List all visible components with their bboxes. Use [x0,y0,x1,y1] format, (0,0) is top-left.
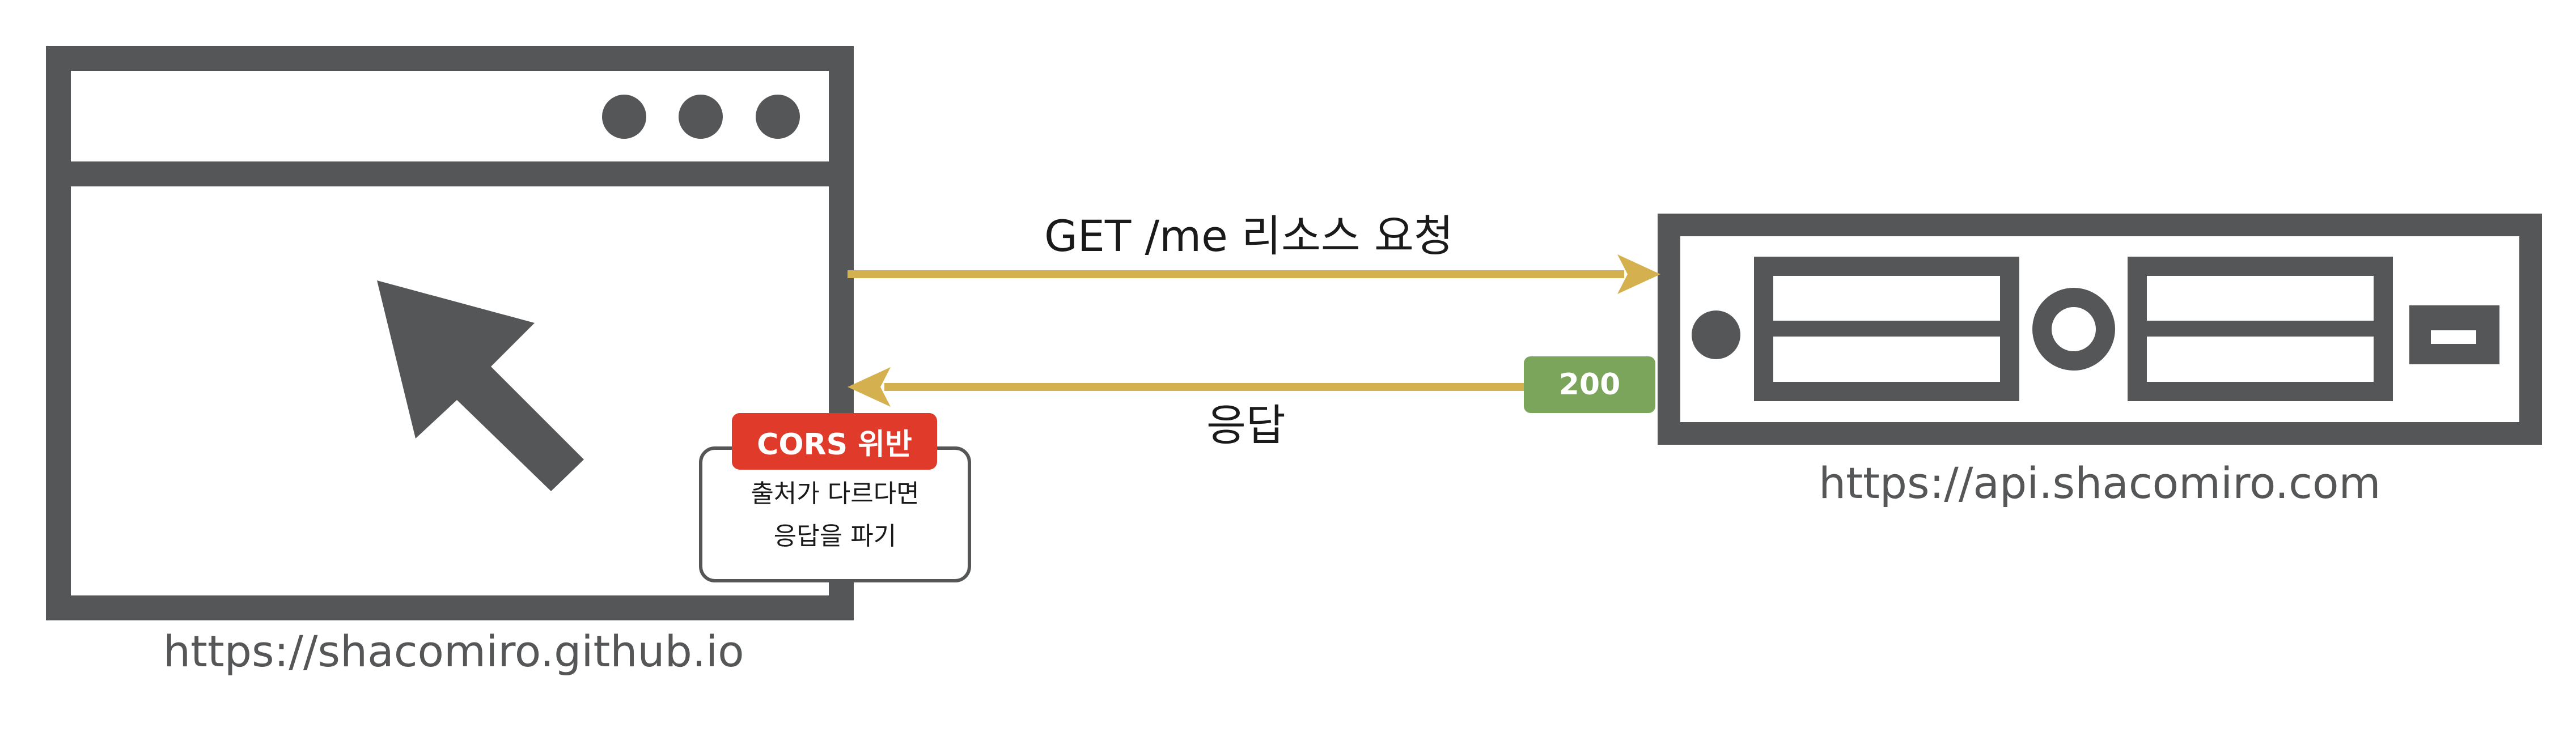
request-arrow [848,254,1660,294]
cursor-arrow-icon [377,280,584,491]
arrowhead-left-icon [848,367,891,407]
arrowhead-right-icon [1617,254,1660,294]
response-arrow [848,367,1525,407]
cors-note-line-1: 출처가 다르다면 [751,479,920,508]
browser-window-icon [46,46,854,620]
server-led-icon [1692,310,1740,359]
cors-violation-badge: CORS 위반 [732,413,937,470]
server-ring-icon [2032,288,2115,371]
server-rack-icon [1658,214,2542,445]
window-dot-icon [679,95,723,139]
window-dot-icon [602,95,646,139]
window-dot-icon [756,95,800,139]
status-badge: 200 [1524,356,1655,413]
response-label: 응답 [1206,400,1286,450]
cors-note-line-2: 응답을 파기 [773,522,897,551]
server-url: https://api.shacomiro.com [1819,458,2381,508]
request-label: GET /me 리소스 요청 [1044,211,1454,261]
client-url: https://shacomiro.github.io [163,626,744,676]
